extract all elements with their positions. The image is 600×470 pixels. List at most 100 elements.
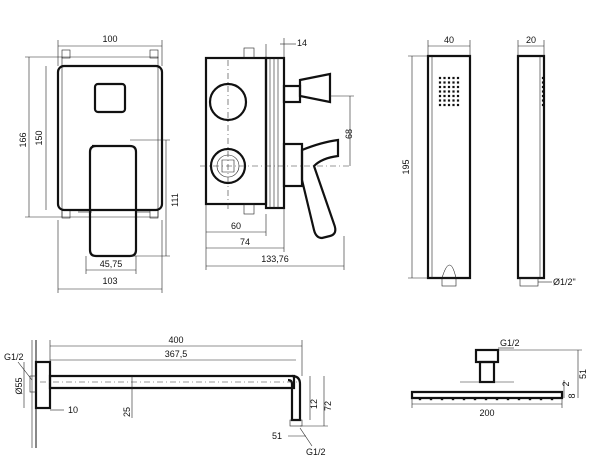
head-nozzles <box>418 397 554 401</box>
diverter-button <box>93 82 127 114</box>
leader-line <box>299 427 313 447</box>
nozzle <box>484 397 488 401</box>
lower-port-detail <box>221 159 235 173</box>
dim-height-outer: 166 <box>18 132 28 147</box>
head-connector <box>474 348 500 364</box>
nozzle <box>452 76 455 80</box>
wall-flange <box>34 360 52 410</box>
nozzle <box>418 397 422 401</box>
nozzle <box>447 76 451 80</box>
nozzle <box>541 76 545 80</box>
front-plate-view: 100 166 150 111 45,75 103 <box>18 34 180 293</box>
side-nozzles <box>541 76 545 107</box>
lever-arm <box>300 138 340 240</box>
nozzle <box>447 99 451 102</box>
arm-tube <box>48 374 296 390</box>
shower-arm-view: G1/2 Ø55 400 367,5 10 25 12 72 51 G1/2 <box>4 335 333 457</box>
leader-line <box>17 361 33 381</box>
nozzle <box>528 397 532 401</box>
dim-width: 100 <box>102 34 117 44</box>
tab <box>243 203 255 215</box>
nozzle <box>452 99 455 102</box>
dim-hand-width: 40 <box>444 35 454 45</box>
dim-plate-thickness: 2 <box>561 381 571 386</box>
dim-bar-height: 25 <box>122 407 132 417</box>
nozzle <box>541 99 545 102</box>
nozzle <box>452 103 455 107</box>
hand-shower-front <box>426 54 472 280</box>
dim-hand-depth: 20 <box>526 35 536 45</box>
dim-lever-width: 45,75 <box>100 259 123 269</box>
nozzle <box>506 397 510 401</box>
dim-arm-inner: 367,5 <box>165 349 188 359</box>
nozzle <box>443 76 446 80</box>
dim-hand-thread: Ø1/2" <box>553 277 576 287</box>
outlet-curve <box>441 264 457 279</box>
lever-handle <box>88 144 138 258</box>
nozzle <box>539 397 543 401</box>
nozzle <box>456 103 460 107</box>
nozzle <box>443 94 446 98</box>
nozzle <box>438 81 442 84</box>
nozzle <box>456 99 460 102</box>
hand-shower-side <box>516 54 546 280</box>
nozzle <box>429 397 433 401</box>
nozzle <box>541 85 545 89</box>
dim-head-thickness: 8 <box>567 393 577 398</box>
nozzle <box>447 94 451 98</box>
nozzle <box>443 85 446 89</box>
nozzle <box>438 85 442 89</box>
nozzle <box>456 90 460 93</box>
wall-flange <box>264 56 286 210</box>
nozzle <box>438 90 442 93</box>
head-inlet-label: G1/2 <box>500 338 520 348</box>
nozzle <box>443 90 446 93</box>
button-cap <box>282 84 302 104</box>
nozzle <box>452 85 455 89</box>
arm-inlet-label: G1/2 <box>4 352 24 362</box>
dim-arm-total: 400 <box>168 335 183 345</box>
arm-outlet-label: G1/2 <box>306 447 326 457</box>
dim-total-depth: 133,76 <box>261 254 289 264</box>
nozzle <box>443 99 446 102</box>
thread <box>441 277 457 287</box>
dim-drop: 72 <box>323 401 333 411</box>
nozzle <box>438 103 442 107</box>
tab <box>243 47 255 59</box>
nozzle <box>550 397 554 401</box>
dim-height-inner: 150 <box>34 130 44 145</box>
dim-body-depth: 60 <box>231 221 241 231</box>
nozzle <box>517 397 521 401</box>
dim-overall-depth: 74 <box>240 237 250 247</box>
nozzle <box>438 76 442 80</box>
side-section-view: 14 68 60 74 133,76 <box>200 38 354 270</box>
nozzle <box>447 85 451 89</box>
nozzle <box>440 397 444 401</box>
shower-head-view: G1/2 51 2 8 200 <box>410 338 588 418</box>
nozzle <box>456 76 460 80</box>
nozzle <box>451 397 455 401</box>
head-plate <box>410 390 564 400</box>
tab <box>149 49 159 59</box>
dim-top-depth: 14 <box>297 38 307 48</box>
thread <box>519 277 539 287</box>
hand-shower-views: 40 195 20 Ø1/2" <box>401 35 576 287</box>
button-body <box>298 72 332 104</box>
nozzle <box>456 94 460 98</box>
outlet-thread <box>289 419 303 427</box>
tab <box>61 49 71 59</box>
dim-hand-length: 195 <box>401 159 411 174</box>
dim-lever-height: 111 <box>170 193 180 207</box>
nozzle <box>541 90 545 93</box>
dim-wall-offset: 10 <box>68 405 78 415</box>
dim-lever-total: 103 <box>102 276 117 286</box>
nozzle <box>452 94 455 98</box>
nozzle <box>541 103 545 107</box>
dim-head-diameter: 200 <box>479 408 494 418</box>
dim-spindle-offset: 68 <box>344 129 354 139</box>
nozzle <box>452 90 455 93</box>
dim-end-width: 51 <box>272 431 282 441</box>
dim-drop-small: 12 <box>309 399 319 409</box>
nozzle <box>452 81 455 84</box>
